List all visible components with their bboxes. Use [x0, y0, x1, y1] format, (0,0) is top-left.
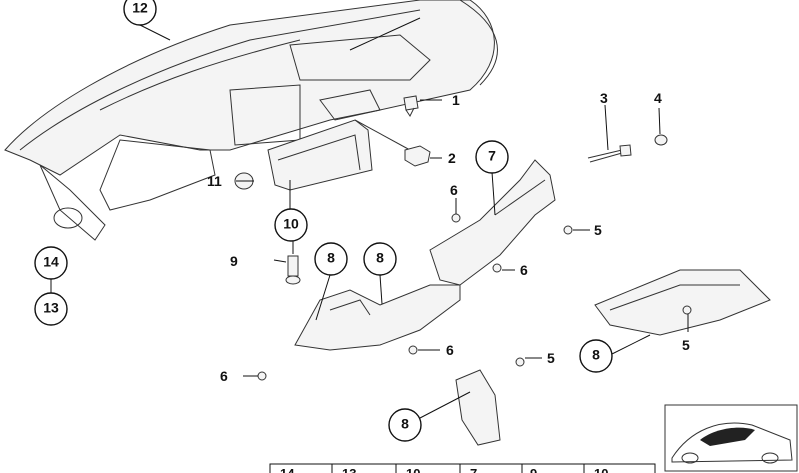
label-6a: 6 [450, 182, 458, 198]
lower-panel-part-8 [294, 284, 461, 351]
label-6b: 6 [520, 262, 528, 278]
plug-part-2 [404, 145, 431, 167]
label-11: 11 [207, 173, 222, 189]
legend-item-4: 7 [470, 466, 477, 473]
svg-text:14: 14 [43, 254, 59, 270]
label-5b: 5 [682, 337, 690, 353]
glovebox-frame-part [267, 119, 411, 191]
svg-text:8: 8 [592, 347, 600, 363]
callout-8b: 8 [363, 242, 397, 276]
legend-item-6: 10 [594, 466, 608, 473]
trim-strip-part-7 [429, 159, 556, 286]
svg-text:8: 8 [327, 250, 335, 266]
label-5c: 5 [547, 350, 555, 366]
callout-8a: 8 [314, 242, 348, 276]
svg-text:10: 10 [283, 216, 299, 232]
callout-8d: 8 [388, 408, 422, 442]
callout-12: 12 [123, 0, 157, 26]
cap-part-4 [654, 134, 668, 146]
screw-part-3 [587, 144, 632, 163]
legend-item-1: 14 [280, 466, 295, 473]
svg-text:8: 8 [376, 250, 384, 266]
label-1: 1 [452, 92, 460, 108]
label-3: 3 [600, 90, 608, 106]
legend-item-3: 10 [406, 466, 420, 473]
right-panel-part-8 [594, 269, 771, 336]
label-6c: 6 [446, 342, 454, 358]
svg-text:13: 13 [43, 300, 59, 316]
clip-part-1 [403, 95, 419, 117]
legend-strip: 14 13 10 7 9 10 [269, 463, 656, 473]
leader-lines [139, 17, 689, 419]
screw-small-parts [257, 213, 692, 381]
svg-text:12: 12 [132, 0, 148, 16]
callout-8c: 8 [579, 339, 613, 373]
car-thumbnail [664, 404, 798, 472]
callout-13: 13 [34, 292, 68, 326]
svg-text:7: 7 [488, 148, 496, 164]
callout-14: 14 [34, 246, 68, 280]
label-6d: 6 [220, 368, 228, 384]
label-2: 2 [448, 150, 456, 166]
screw-part-9 [285, 255, 301, 285]
legend-item-5: 9 [530, 466, 537, 473]
callout-7: 7 [475, 140, 509, 174]
legend-item-2: 13 [342, 466, 356, 473]
svg-text:8: 8 [401, 416, 409, 432]
label-9: 9 [230, 253, 238, 269]
part-number-labels: 1 2 3 4 5 5 5 6 6 6 6 9 11 [207, 90, 690, 384]
label-5a: 5 [594, 222, 602, 238]
dashboard-part [4, 0, 498, 241]
bottom-bracket-part-8 [455, 369, 501, 446]
label-4: 4 [654, 90, 662, 106]
callout-10: 10 [274, 208, 308, 242]
